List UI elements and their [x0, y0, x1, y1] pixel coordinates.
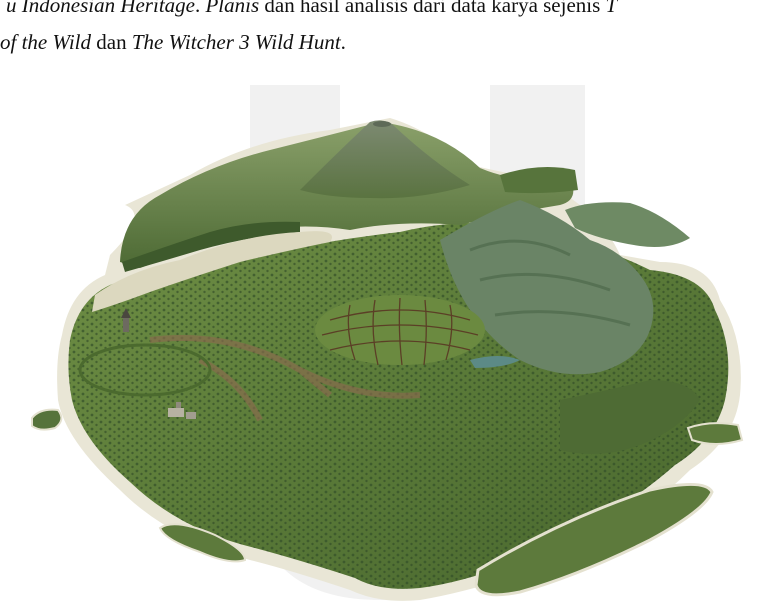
sand-valley — [92, 231, 332, 312]
plateau-cliff — [122, 221, 300, 272]
lake — [470, 356, 520, 368]
island-northeast — [565, 202, 690, 247]
island-north-small — [500, 166, 578, 194]
text-fragment: T — [605, 0, 618, 17]
text-fragment: Planis — [205, 0, 260, 17]
text-fragment: dan — [91, 30, 132, 54]
text-fragment: dan hasil analisis dari data karya sejen… — [259, 0, 606, 17]
southern-cliffs — [560, 380, 700, 454]
island-southwest — [158, 523, 247, 563]
island-south-long — [474, 482, 714, 597]
text-fragment: . — [340, 30, 346, 54]
text-fragment: of the Wild — [0, 30, 91, 54]
tower — [121, 308, 131, 332]
island-southeast-small — [686, 422, 744, 445]
text-fragment: u Indonesian Heritage — [6, 0, 195, 17]
island-west-small — [31, 408, 63, 431]
settlement — [168, 402, 196, 419]
text-fragment: . — [194, 0, 206, 17]
text-line-2: of the Wild dan The Witcher 3 Wild Hunt. — [0, 30, 346, 54]
mountain-ridges — [469, 239, 631, 327]
text-line-1: u Indonesian Heritage. Planis dan hasil … — [6, 0, 617, 17]
volcano-crater — [373, 121, 391, 127]
volcano-peak — [300, 120, 470, 199]
text-fragment: The Witcher 3 Wild Hunt — [131, 30, 341, 54]
terraced-fields — [315, 295, 485, 366]
hill-ring — [78, 343, 212, 397]
